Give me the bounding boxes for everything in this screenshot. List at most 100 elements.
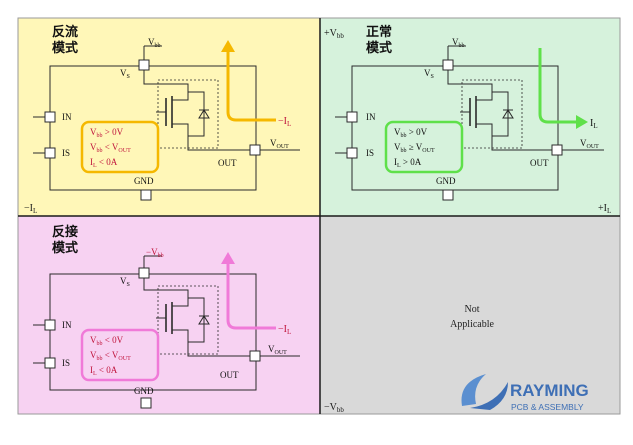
internal-drain-wire (143, 70, 189, 92)
gnd-pin (140, 189, 152, 201)
gnd-label: GND (436, 176, 456, 186)
normal-title-line2: 模式 (366, 40, 392, 56)
vout-label: VOUT (580, 138, 599, 150)
condition-2: Vbb < VOUT (90, 142, 131, 154)
is-pin (44, 147, 56, 159)
is-pin (346, 147, 358, 159)
out-pin (249, 144, 261, 156)
vbb-label: Vbb (452, 37, 465, 49)
vout-label: VOUT (268, 344, 287, 356)
in-label: IN (62, 320, 72, 330)
not-applicable-line2: Applicable (450, 319, 494, 330)
vs-label: VS (424, 68, 434, 80)
normal-title-line1: 正常 (366, 24, 392, 40)
is-pin (44, 357, 56, 369)
reverse-current-title-line1: 反流 (52, 24, 78, 40)
logo-swoosh-2 (470, 382, 508, 410)
quadrant-reverse-current-bg (18, 18, 320, 216)
reverse-battery-flow-arrow (226, 262, 276, 330)
vs-pin (138, 59, 150, 71)
condition-3: IL < 0A (90, 157, 118, 169)
logo-swoosh (461, 374, 486, 406)
vbb-label: Vbb (148, 37, 161, 49)
axis-label-bottom: −Vbb (324, 402, 344, 414)
out-pin (249, 350, 261, 362)
conditions-box (80, 120, 160, 174)
in-label: IN (366, 112, 376, 122)
body-diode (198, 109, 210, 119)
in-pin (44, 319, 56, 331)
not-applicable-line1: Not (465, 304, 480, 315)
condition-3: IL > 0A (394, 157, 422, 169)
out-pin (551, 144, 563, 156)
is-label: IS (62, 358, 70, 368)
chip-body (49, 65, 257, 191)
current-label: −IL (278, 116, 291, 128)
reverse-battery-arrowhead (221, 252, 235, 264)
diode-wire (188, 297, 205, 343)
reverse-battery-circuit: 反接 模式 −Vbb VS OUT VOUT IN IS GND Vbb < 0… (33, 224, 300, 409)
out-label: OUT (218, 158, 237, 168)
mosfet-drain (172, 298, 189, 307)
condition-3: IL < 0A (90, 365, 118, 377)
axis-label-right: +IL (598, 203, 611, 215)
vs-pin (442, 59, 454, 71)
chip-body (49, 273, 257, 391)
condition-1: Vbb < 0V (90, 335, 124, 347)
reverse-battery-title-line1: 反接 (52, 224, 78, 240)
vbb-label: −Vbb (146, 247, 164, 259)
vs-label: VS (120, 68, 130, 80)
internal-drain-wire (447, 70, 493, 92)
internal-drain-wire (143, 278, 189, 298)
conditions-box (384, 120, 464, 174)
condition-2: Vbb ≥ VOUT (394, 142, 435, 154)
mosfet-source (172, 123, 189, 136)
quadrant-not-applicable-bg (320, 216, 620, 414)
reverse-current-title-line2: 模式 (52, 40, 78, 56)
in-pin (44, 111, 56, 123)
axis-label-left: −IL (24, 203, 37, 215)
vs-pin (138, 267, 150, 279)
out-wire (491, 136, 552, 151)
normal-current-arrowhead (576, 115, 588, 129)
axis-label-top: +Vbb (324, 28, 344, 40)
gnd-label: GND (134, 176, 154, 186)
out-label: OUT (530, 158, 549, 168)
reverse-current-circuit: 反流 模式 Vbb VS OUT VOUT IN IS (33, 24, 300, 201)
body-diode (502, 109, 514, 119)
chip-body (351, 65, 559, 191)
in-pin (346, 111, 358, 123)
vout-label: VOUT (270, 138, 289, 150)
condition-1: Vbb > 0V (394, 127, 428, 139)
reverse-current-flow-arrow (226, 50, 276, 122)
is-label: IS (366, 148, 374, 158)
mosfet-drain (476, 92, 493, 101)
reverse-current-arrowhead (221, 40, 235, 52)
quadrant-reverse-battery-bg (18, 216, 320, 414)
diode-wire (188, 91, 205, 137)
body-diode (198, 315, 210, 325)
vs-label: VS (120, 276, 130, 288)
logo-name: RAYMING (510, 381, 589, 400)
rayming-logo: RAYMING PCB & ASSEMBLY (461, 374, 589, 412)
condition-1: Vbb > 0V (90, 127, 124, 139)
normal-current-flow-arrow (538, 48, 578, 124)
conditions-box (80, 328, 160, 382)
normal-circuit: 正常 模式 Vbb VS OUT VOUT IN IS GND Vbb > 0V… (335, 24, 604, 201)
diode-wire (492, 91, 509, 137)
out-wire (187, 136, 250, 151)
gnd-label: GND (134, 386, 154, 396)
current-label: −IL (278, 324, 291, 336)
mosfet-drain (172, 92, 189, 101)
is-label: IS (62, 148, 70, 158)
logo-tagline: PCB & ASSEMBLY (511, 402, 584, 412)
condition-2: Vbb < VOUT (90, 350, 131, 362)
out-label: OUT (220, 370, 239, 380)
out-wire (187, 342, 250, 357)
gnd-pin (140, 397, 152, 409)
current-label: IL (590, 118, 598, 130)
mosfet-source (476, 123, 493, 136)
in-label: IN (62, 112, 72, 122)
